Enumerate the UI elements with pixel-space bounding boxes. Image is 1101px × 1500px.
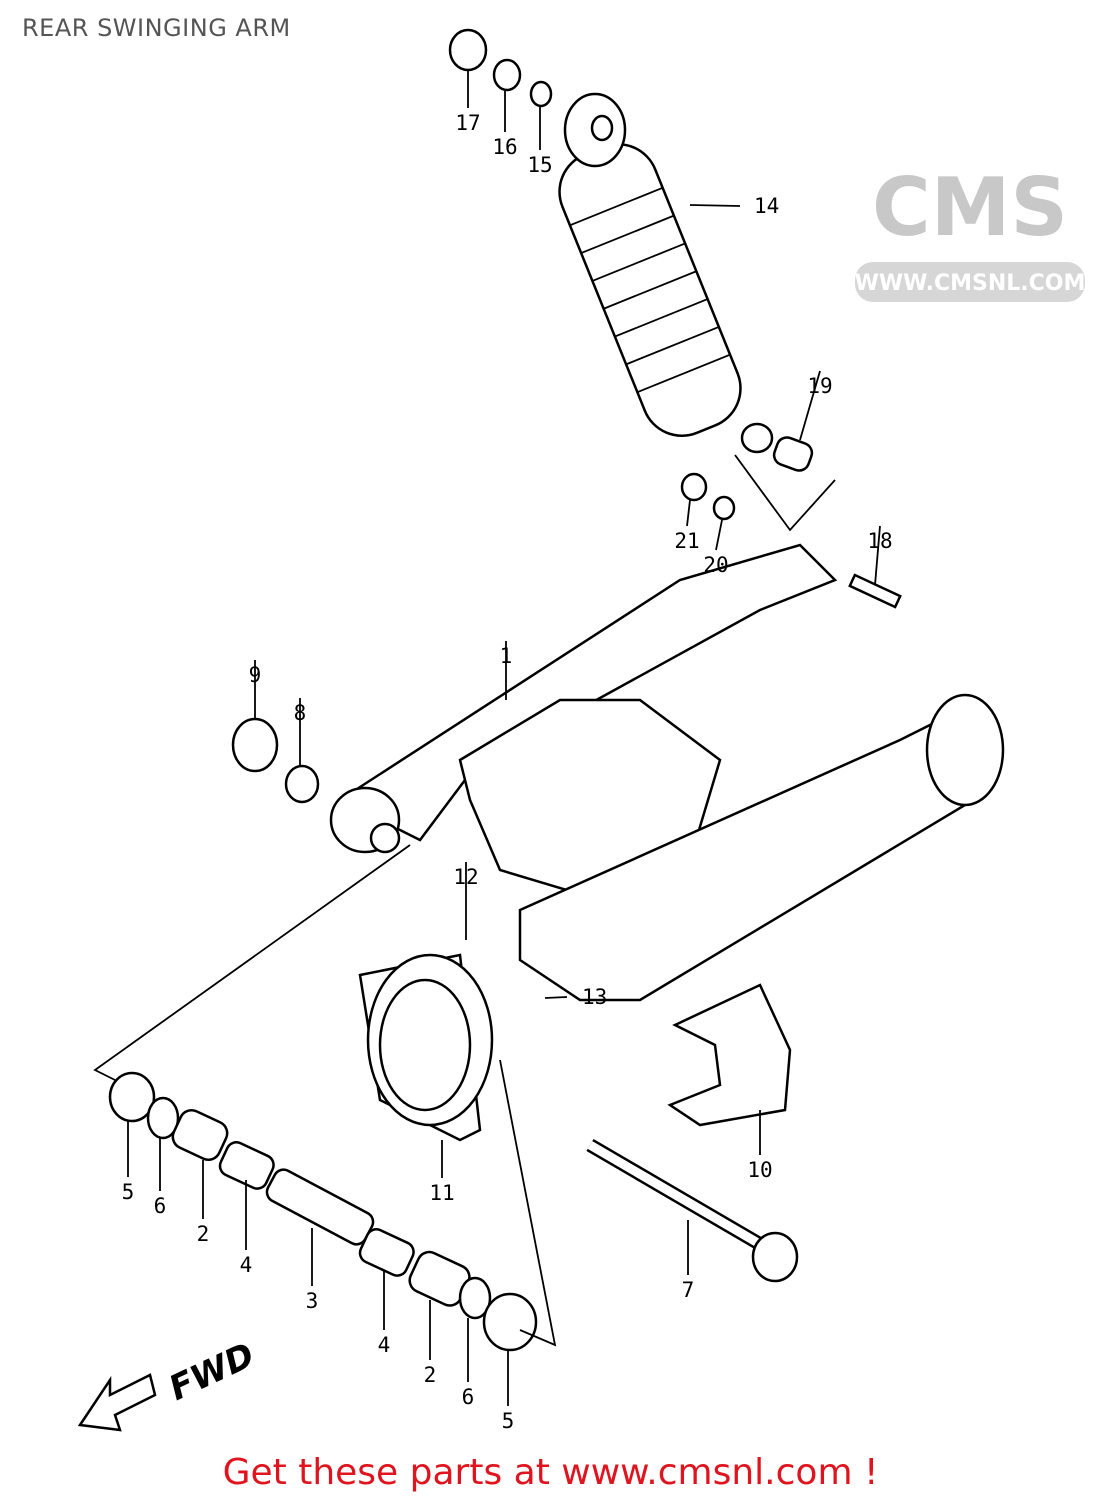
callout-11: 11 xyxy=(429,1181,454,1205)
watermark-cms: CMS xyxy=(872,161,1068,254)
callout-19: 19 xyxy=(807,374,832,398)
callout-4: 4 xyxy=(378,1333,391,1357)
part-7-axle-bolt xyxy=(586,1138,799,1283)
part-17-nut xyxy=(448,28,488,72)
part-20-washer xyxy=(712,495,736,521)
watermark-url-bar xyxy=(855,262,1085,302)
fwd-label: FWD xyxy=(163,1335,261,1409)
watermark-url: WWW.CMSNL.COM xyxy=(855,271,1086,296)
callout-15: 15 xyxy=(527,153,552,177)
part-10-cover xyxy=(667,983,792,1127)
leader-line xyxy=(799,370,821,441)
part-4-spacer xyxy=(218,1141,275,1190)
part-6-washer xyxy=(146,1096,180,1140)
leader-line xyxy=(544,996,568,999)
part-16-bush xyxy=(492,58,522,92)
part-19-spacer xyxy=(772,436,814,472)
part-9-nut xyxy=(231,717,279,773)
callout-16: 16 xyxy=(492,135,517,159)
callout-20: 20 xyxy=(703,553,728,577)
part-18-bolt xyxy=(848,573,902,609)
callout-2: 2 xyxy=(424,1363,437,1387)
part-5-seal-2 xyxy=(482,1292,538,1352)
callout-12: 12 xyxy=(453,865,478,889)
watermark-logo: CMS WWW.CMSNL.COM xyxy=(855,161,1086,302)
callout-6: 6 xyxy=(462,1385,475,1409)
leader-line xyxy=(874,525,881,586)
leader-line xyxy=(686,499,691,527)
callout-18: 18 xyxy=(867,529,892,553)
part-21-nut xyxy=(680,472,708,502)
callout-5: 5 xyxy=(502,1409,515,1433)
callout-10: 10 xyxy=(747,1158,772,1182)
callout-6: 6 xyxy=(154,1194,167,1218)
callout-1: 1 xyxy=(500,644,513,668)
assembly-line xyxy=(499,1059,557,1347)
swing-arm xyxy=(329,543,1005,1002)
part-8-washer xyxy=(284,764,320,804)
callout-2: 2 xyxy=(197,1222,210,1246)
callout-7: 7 xyxy=(682,1278,695,1302)
assembly-line xyxy=(734,454,836,532)
leader-line xyxy=(689,204,741,207)
forward-arrow-icon: FWD xyxy=(77,1335,261,1432)
shock-absorber xyxy=(558,92,774,454)
part-6-washer-2 xyxy=(458,1276,492,1320)
assembly-line xyxy=(93,844,411,1081)
leader-line xyxy=(715,519,723,551)
part-5-seal xyxy=(108,1071,156,1123)
part-11-boot xyxy=(358,953,494,1142)
callout-4: 4 xyxy=(240,1253,253,1277)
callout-9: 9 xyxy=(249,663,262,687)
part-15-washer xyxy=(529,80,553,108)
callout-3: 3 xyxy=(306,1289,319,1313)
callout-8: 8 xyxy=(294,701,307,725)
part-3-pipe xyxy=(265,1168,375,1246)
footer-link[interactable]: Get these parts at www.cmsnl.com ! xyxy=(222,1452,879,1493)
callout-17: 17 xyxy=(455,111,480,135)
callout-13: 13 xyxy=(582,985,607,1009)
callout-14: 14 xyxy=(754,194,779,218)
diagram-title: REAR SWINGING ARM xyxy=(22,14,291,42)
callout-5: 5 xyxy=(122,1180,135,1204)
part-4-spacer-2 xyxy=(358,1228,415,1277)
part-2-bearing xyxy=(171,1109,229,1161)
callout-21: 21 xyxy=(674,529,699,553)
